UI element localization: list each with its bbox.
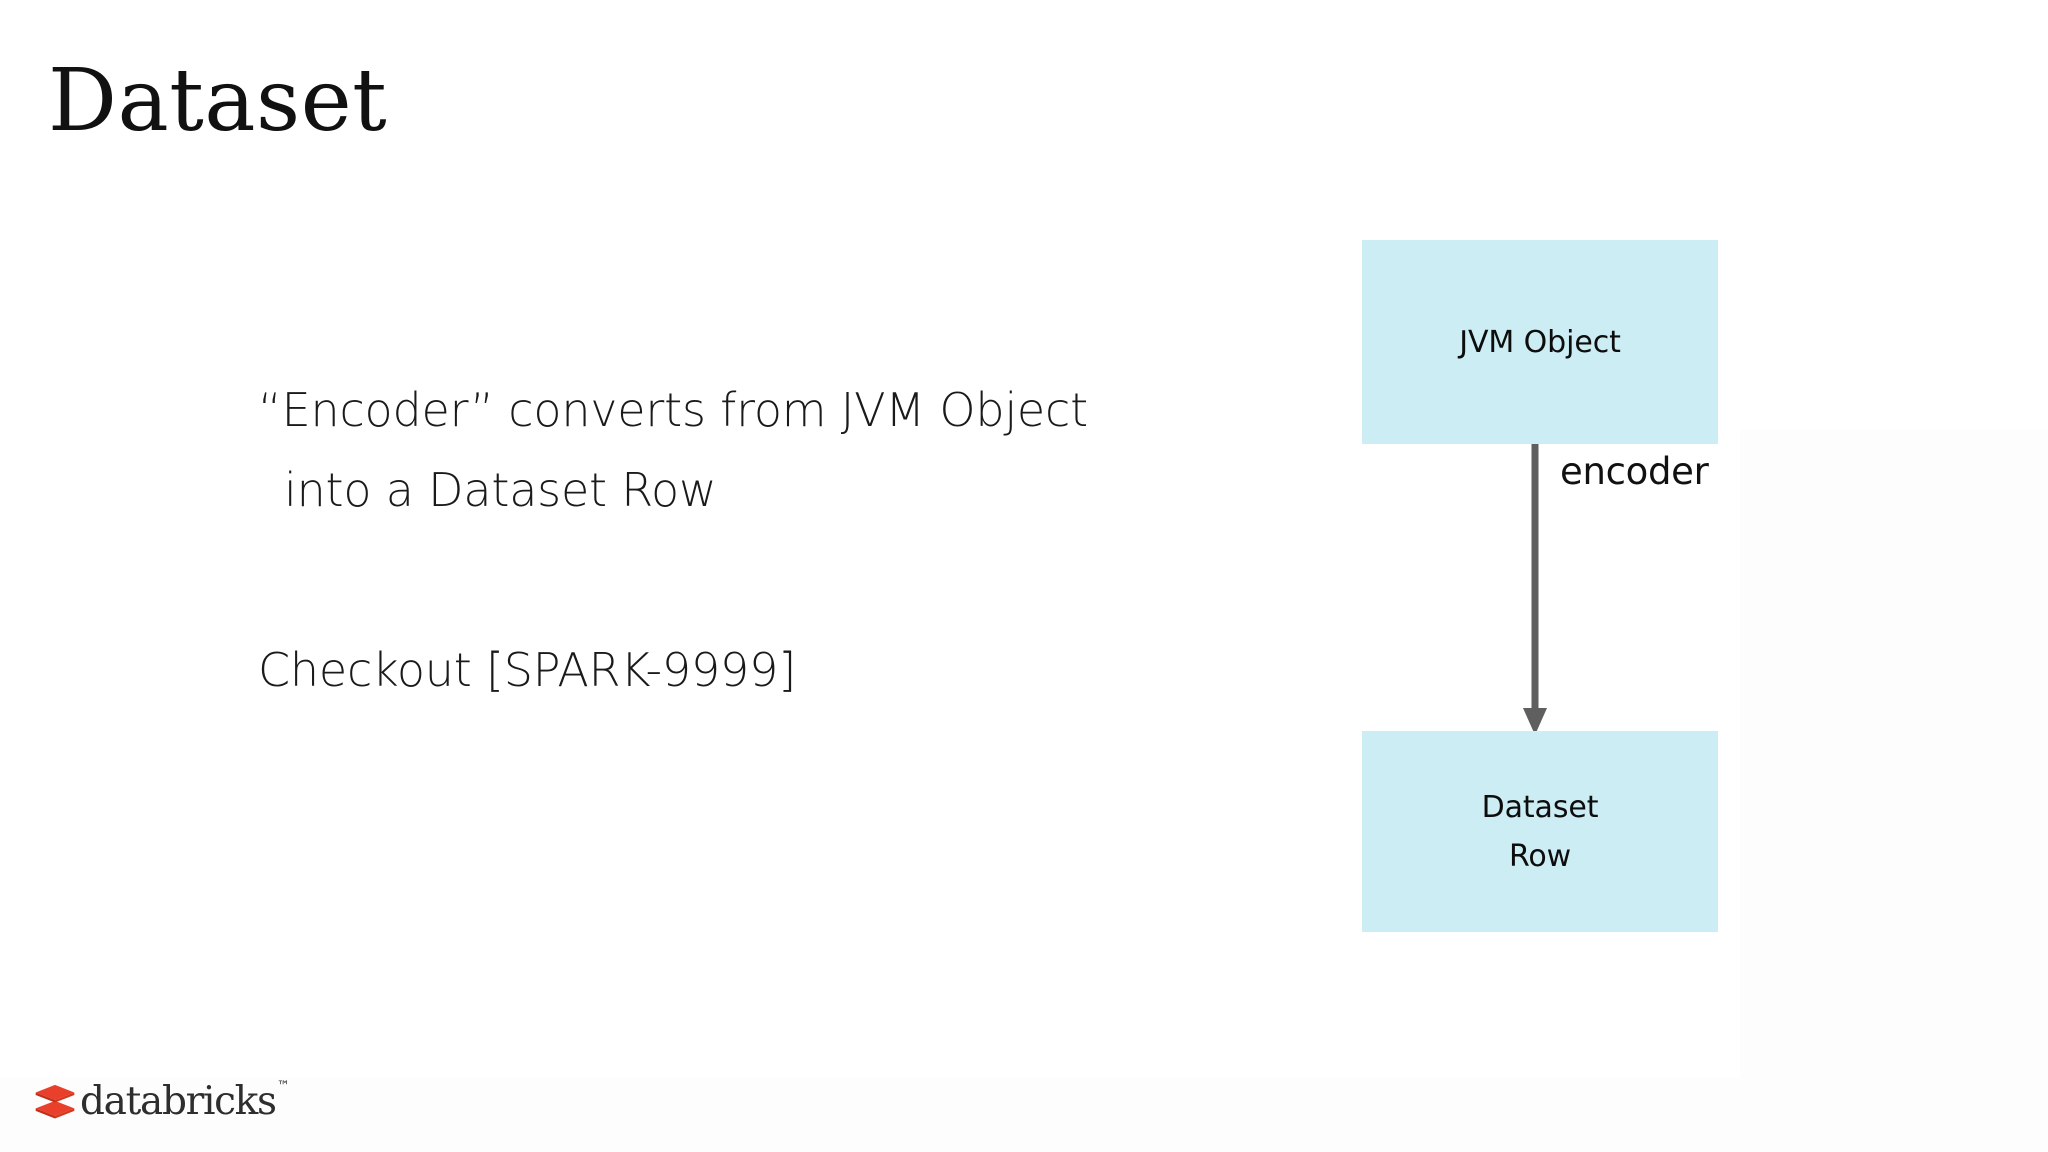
diagram-node-dataset-row-label: Dataset Row <box>1482 783 1599 881</box>
paragraph-encoder-line-1: “Encoder” converts from JVM Object <box>258 383 1088 437</box>
diagram-node-jvm-object-label: JVM Object <box>1459 324 1621 360</box>
diagram-arrow-encoder <box>1522 444 1562 735</box>
arrow-down-icon <box>1523 444 1547 735</box>
diagram-node-dataset-row-line-1: Dataset <box>1481 789 1599 825</box>
background-tint-bottom <box>0 1078 2048 1152</box>
diagram-edge-label-encoder: encoder <box>1560 450 1709 493</box>
paragraph-encoder-line-2: into a Dataset Row <box>284 463 717 517</box>
encoder-flow-diagram: JVM Object encoder Dataset Row <box>1362 240 1722 932</box>
paragraph-encoder-description: “Encoder” converts from JVM Object into … <box>258 370 1218 530</box>
diagram-node-jvm-object: JVM Object <box>1362 240 1718 444</box>
diagram-node-dataset-row: Dataset Row <box>1362 731 1718 932</box>
trademark-symbol: ™ <box>276 1078 290 1094</box>
databricks-logo: databricks ™ <box>34 1076 290 1124</box>
paragraph-checkout-ticket: Checkout [SPARK-9999] <box>258 643 796 697</box>
page-title: Dataset <box>48 51 388 151</box>
diagram-node-dataset-row-line-2: Row <box>1508 838 1572 874</box>
databricks-wordmark: databricks <box>80 1078 277 1124</box>
background-tint-right <box>1740 430 2048 1090</box>
databricks-brick-icon <box>35 1084 75 1119</box>
body-copy-block: “Encoder” converts from JVM Object into … <box>258 370 1218 530</box>
